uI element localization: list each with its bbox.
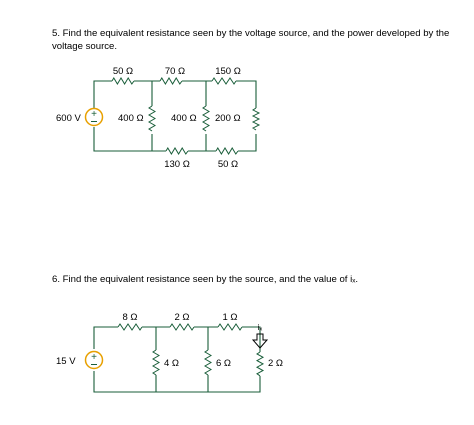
circuit-2-label-4: 4 Ω: [164, 358, 179, 369]
circuit-2-current-arrow-icon: [251, 333, 269, 349]
circuit-2-wire-left: [93, 371, 261, 393]
circuit-1-resistor-50-top: [111, 77, 135, 85]
circuit-2-voltage-source: [84, 350, 104, 370]
circuit-1-label-400-a: 400 Ω: [118, 113, 144, 124]
circuit-1-resistor-400-b: [202, 105, 210, 132]
circuit-1-label-70: 70 Ω: [165, 66, 185, 77]
circuit-1-label-50-bottom: 50 Ω: [218, 159, 238, 170]
circuit-2-label-6: 6 Ω: [216, 358, 231, 369]
circuit-2-resistor-2-right: [255, 351, 265, 377]
circuit-1-wire-bottom: [152, 134, 257, 152]
circuit-2-label-1: 1 Ω: [222, 312, 237, 323]
circuit-2-resistor-8: [117, 323, 143, 331]
question-5-text: 5. Find the equivalent resistance seen b…: [52, 28, 450, 52]
circuit-1-resistor-200: [251, 107, 261, 131]
circuit-2-label-2-right: 2 Ω: [268, 358, 283, 369]
circuit-1-label-150: 150 Ω: [215, 66, 241, 77]
circuit-1-source-plus-icon: +: [91, 109, 97, 120]
circuit-1-resistor-50-bottom: [215, 147, 239, 155]
circuit-2-resistor-1: [217, 323, 243, 331]
circuit-1-wire-left: [93, 85, 152, 152]
circuit-1-voltage-source: [84, 107, 104, 127]
circuit-2-wire-top: [93, 326, 261, 352]
circuit-1-label-50-top: 50 Ω: [113, 66, 133, 77]
circuit-2-source-plus-icon: +: [91, 352, 97, 363]
circuit-2-resistor-6: [204, 349, 212, 376]
circuit-2-source-label: 15 V: [56, 356, 76, 367]
circuit-1-resistor-400-a: [148, 105, 156, 132]
circuit-1-label-130: 130 Ω: [164, 159, 190, 170]
circuit-1-label-400-b: 400 Ω: [171, 113, 197, 124]
circuit-1-wire-top: [93, 80, 257, 108]
circuit-1-resistor-150: [211, 77, 237, 85]
circuit-2-resistor-2-top: [169, 323, 195, 331]
circuit-2-resistor-4: [152, 349, 160, 376]
circuit-2-current-label: iₓ: [258, 323, 263, 332]
circuit-1-resistor-70: [159, 77, 183, 85]
circuit-2-label-2-top: 2 Ω: [174, 312, 189, 323]
question-6-text: 6. Find the equivalent resistance seen b…: [52, 274, 359, 285]
circuit-1-label-200: 200 Ω: [215, 113, 241, 124]
circuit-2-label-8: 8 Ω: [122, 312, 137, 323]
circuit-1-resistor-130: [165, 147, 189, 155]
circuit-1-source-label: 600 V: [56, 113, 81, 124]
